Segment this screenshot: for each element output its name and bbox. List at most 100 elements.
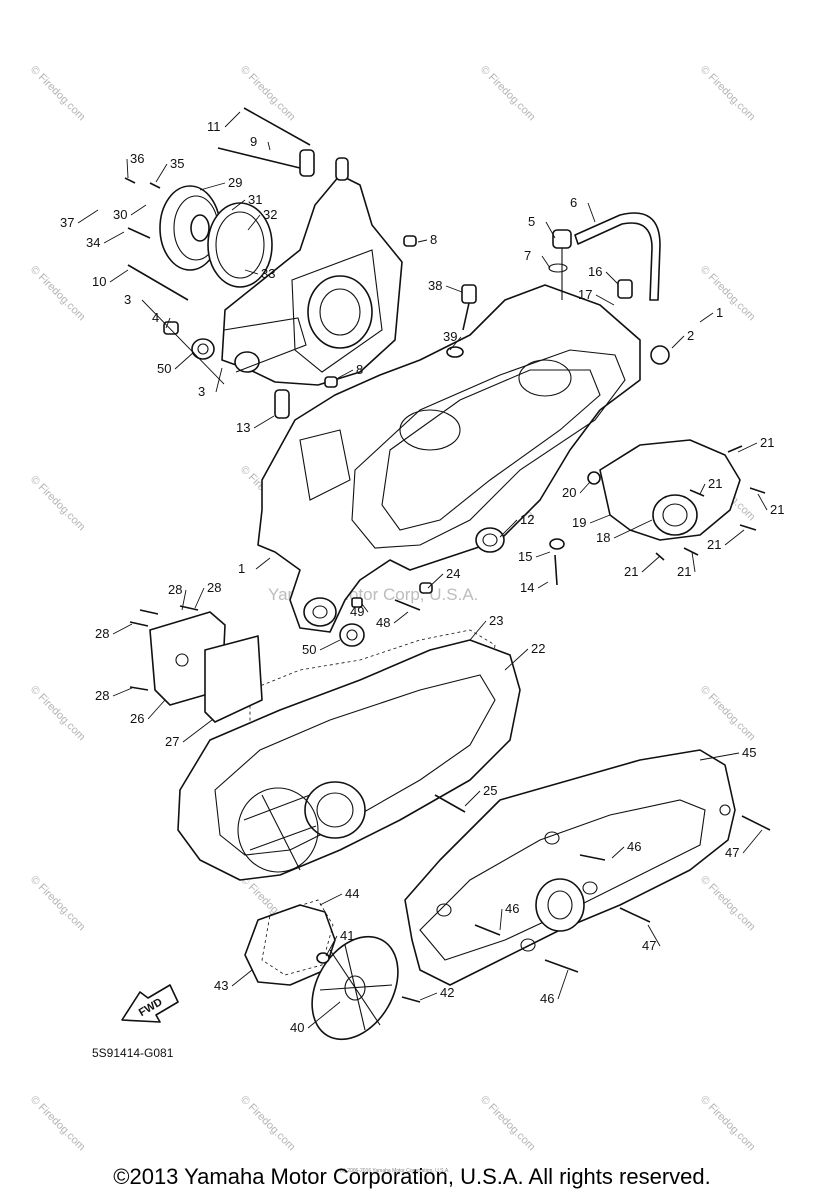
leader-line-45	[699, 752, 740, 761]
leader-line-48	[393, 611, 409, 624]
leader-line-30	[130, 204, 147, 216]
callout-labels: 1123345678891011121314151617181920212121…	[60, 119, 784, 1035]
callout-1: 1	[238, 561, 245, 576]
leader-line-21	[699, 483, 706, 495]
leader-line-17	[595, 294, 615, 306]
callout-1: 1	[716, 305, 723, 320]
callout-21: 21	[707, 537, 721, 552]
leader-lines	[77, 111, 768, 1029]
callout-25: 25	[483, 783, 497, 798]
watermark-label: © Firedog.com	[28, 1094, 88, 1154]
callout-45: 45	[742, 745, 756, 760]
cover-bolts	[474, 815, 771, 973]
callout-30: 30	[113, 207, 127, 222]
long-bolts	[124, 107, 417, 419]
leader-line-40	[307, 1001, 341, 1029]
watermark-label: © Firedog.com	[698, 684, 758, 744]
right-cover	[587, 439, 766, 561]
watermark-label: © Firedog.com	[238, 64, 298, 124]
callout-39: 39	[443, 329, 457, 344]
leader-line-46	[611, 846, 625, 859]
leader-line-25	[464, 790, 481, 807]
watermark-label: © Firedog.com	[28, 474, 88, 534]
watermark-label: © Firedog.com	[698, 264, 758, 324]
leader-line-47	[647, 924, 661, 947]
watermark-label: © Firedog.com	[28, 64, 88, 124]
callout-47: 47	[642, 938, 656, 953]
callout-13: 13	[236, 420, 250, 435]
leader-line-27	[182, 719, 213, 743]
callout-5: 5	[528, 214, 535, 229]
leader-line-33	[244, 269, 259, 275]
watermark-label: © Firedog.com	[698, 874, 758, 934]
callout-50: 50	[302, 642, 316, 657]
leader-line-28	[112, 687, 133, 697]
callout-28: 28	[95, 626, 109, 641]
part-number: 5S91414-G081	[92, 1046, 174, 1060]
callout-48: 48	[376, 615, 390, 630]
callout-2: 2	[687, 328, 694, 343]
left-plates	[129, 605, 263, 723]
small-fasteners	[351, 538, 565, 611]
leader-line-50	[319, 639, 341, 651]
callout-49: 49	[350, 604, 364, 619]
pump-cover-assembly	[221, 149, 403, 386]
callout-32: 32	[263, 207, 277, 222]
leader-line-50	[174, 351, 195, 370]
callout-21: 21	[708, 476, 722, 491]
callout-50: 50	[157, 361, 171, 376]
leader-line-4	[165, 317, 171, 329]
callout-43: 43	[214, 978, 228, 993]
leader-line-1	[699, 312, 714, 323]
leader-line-21	[641, 555, 661, 573]
callout-14: 14	[520, 580, 534, 595]
callout-21: 21	[677, 564, 691, 579]
callout-15: 15	[518, 549, 532, 564]
callout-42: 42	[440, 985, 454, 1000]
leader-line-46	[557, 969, 569, 1000]
leader-line-21	[757, 493, 768, 511]
watermark-label: © Firedog.com	[698, 1094, 758, 1154]
callout-44: 44	[345, 886, 359, 901]
callout-35: 35	[170, 156, 184, 171]
leader-line-39	[449, 336, 462, 351]
callout-33: 33	[261, 266, 275, 281]
callout-8: 8	[430, 232, 437, 247]
leader-line-10	[109, 269, 129, 283]
fwd-arrow: FWD	[121, 984, 179, 1023]
cover-plate	[207, 202, 273, 288]
leader-line-7	[541, 255, 551, 269]
leader-line-15	[535, 551, 551, 558]
leader-line-21	[737, 442, 758, 453]
leader-line-22	[504, 648, 529, 671]
callout-6: 6	[570, 195, 577, 210]
leader-line-28	[112, 623, 133, 635]
callout-29: 29	[228, 175, 242, 190]
fan-cover	[311, 935, 421, 1041]
leader-line-28	[181, 589, 187, 611]
callout-40: 40	[290, 1020, 304, 1035]
leader-line-46	[499, 908, 503, 931]
watermark-label: © Firedog.com	[28, 264, 88, 324]
callout-16: 16	[588, 264, 602, 279]
leader-line-28	[194, 587, 205, 609]
callout-12: 12	[520, 512, 534, 527]
callout-37: 37	[60, 215, 74, 230]
leader-line-5	[545, 221, 556, 239]
callout-4: 4	[152, 310, 159, 325]
leader-line-19	[589, 514, 611, 524]
callout-34: 34	[86, 235, 100, 250]
callout-26: 26	[130, 711, 144, 726]
callout-38: 38	[428, 278, 442, 293]
outer-cover	[404, 749, 736, 986]
leader-line-16	[605, 271, 619, 285]
callout-3: 3	[124, 292, 131, 307]
callout-19: 19	[572, 515, 586, 530]
watermark-label: © Firedog.com	[28, 684, 88, 744]
watermark-label: © Firedog.com	[478, 1094, 538, 1154]
watermark-label: © Firedog.com	[478, 64, 538, 124]
callout-31: 31	[248, 192, 262, 207]
leader-line-47	[742, 829, 763, 854]
watermark-label: © Firedog.com	[698, 64, 758, 124]
callout-11: 11	[207, 119, 221, 134]
